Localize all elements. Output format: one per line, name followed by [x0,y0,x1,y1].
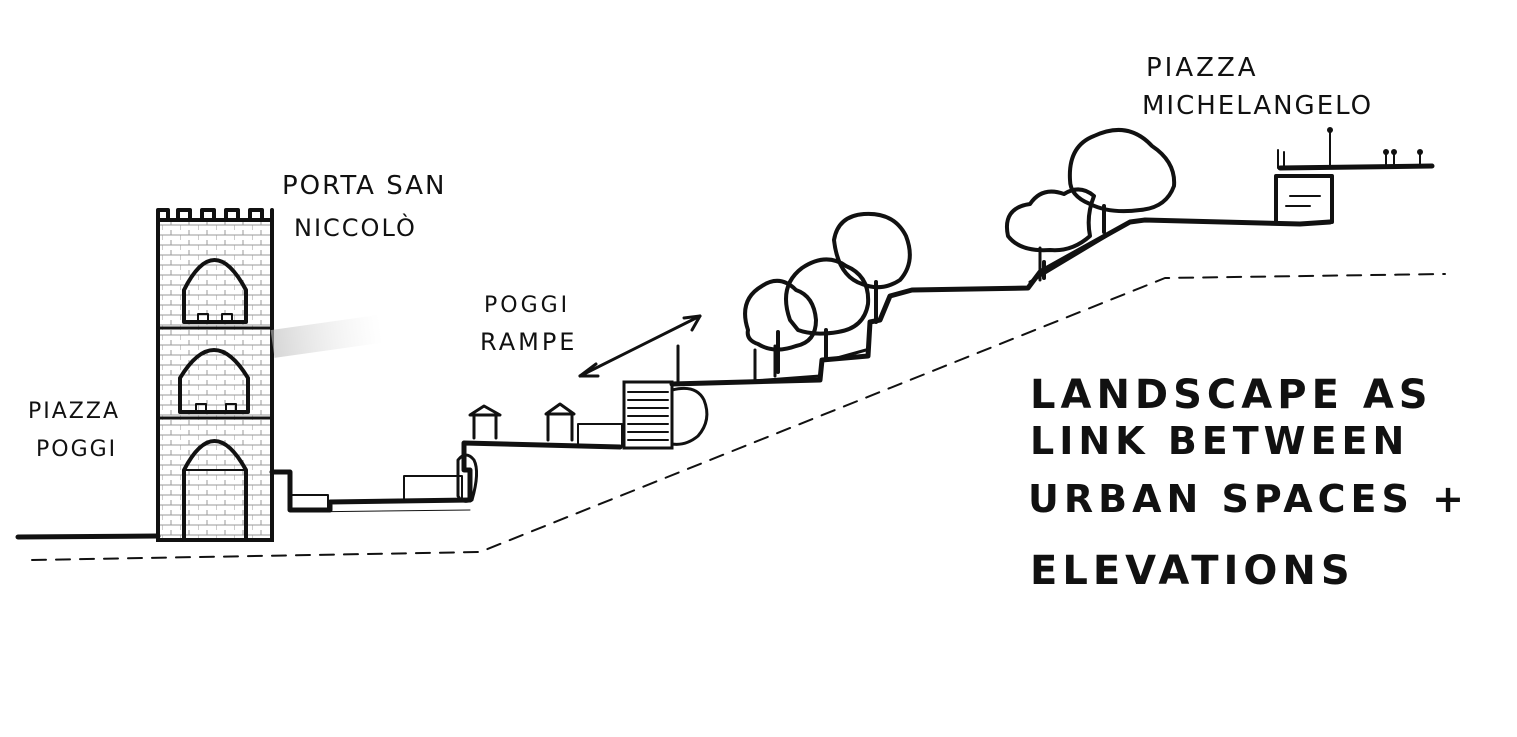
label-rampe-1: POGGI [484,293,570,318]
label-porta-1: PORTA SAN [282,171,446,201]
ground-piazza-poggi [15,533,161,540]
caption-line-2: LINK BETWEEN [1030,419,1409,463]
stepped-slope [669,217,1333,387]
lamp-posts [676,246,1042,384]
label-porta-2: NICCOLÒ [294,212,417,242]
label-michelangelo-1: PIAZZA [1146,53,1259,83]
label-michelangelo-2: MICHELANGELO [1142,91,1373,121]
tower-porta-san-niccolo [156,208,384,542]
ramp-terrace [461,440,623,503]
stair-block [622,380,709,450]
dashed-grade-line [31,273,1446,561]
piazza-michelangelo-terrace [1274,127,1435,224]
trees [743,128,1177,374]
label-rampe-2: RAMPE [480,328,577,356]
ramp-pavilions [456,402,623,503]
caption-line-3: URBAN SPACES + [1028,477,1469,521]
caption-line-1: LANDSCAPE AS [1030,372,1433,418]
lower-plateau [269,469,473,513]
label-piazza-poggi-2: POGGI [36,437,117,462]
label-piazza-poggi-1: PIAZZA [28,399,120,424]
rampe-double-arrow [578,314,702,378]
caption-line-4: ELEVATIONS [1030,548,1355,594]
